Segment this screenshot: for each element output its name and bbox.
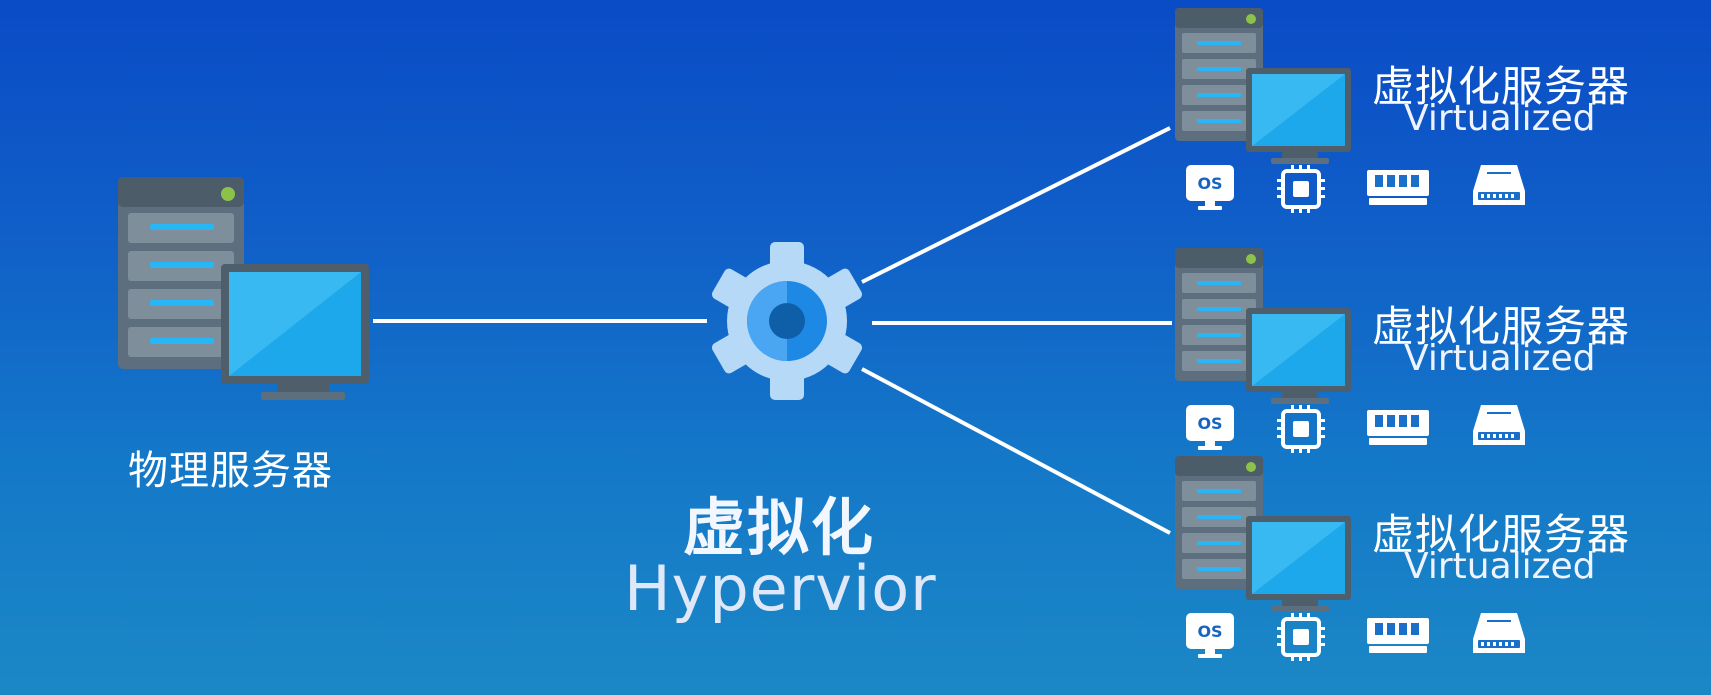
cpu-icon (1277, 613, 1325, 661)
ram-icon (1367, 170, 1429, 205)
vm-label-en: Virtualized (1404, 98, 1596, 139)
ram-icon (1367, 410, 1429, 445)
os-icon: OS (1186, 613, 1234, 658)
hypervisor-label-en: Hypervior (624, 552, 937, 625)
svg-text:OS: OS (1197, 622, 1222, 641)
vm-label-en: Virtualized (1404, 546, 1596, 587)
cpu-icon (1277, 405, 1325, 453)
hypervisor-label-cn: 虚拟化 (683, 491, 876, 564)
connector-hypervisor-to-vm-3 (861, 367, 1171, 535)
vm-label-cn: 虚拟化服务器 (1372, 302, 1631, 351)
ram-icon (1367, 618, 1429, 653)
physical-server-label: 物理服务器 (128, 448, 333, 494)
vm-label-en: Virtualized (1404, 338, 1596, 379)
disk-icon (1473, 405, 1525, 445)
vm-label-cn: 虚拟化服务器 (1372, 510, 1631, 559)
disk-icon (1473, 613, 1525, 653)
vm-label-cn: 虚拟化服务器 (1372, 62, 1631, 111)
os-icon: OS (1186, 405, 1234, 450)
os-icon: OS (1186, 165, 1234, 210)
svg-text:OS: OS (1197, 414, 1222, 433)
disk-icon (1473, 165, 1525, 205)
svg-text:OS: OS (1197, 174, 1222, 193)
cpu-icon (1277, 165, 1325, 213)
connector-hypervisor-to-vm-1 (861, 126, 1171, 284)
